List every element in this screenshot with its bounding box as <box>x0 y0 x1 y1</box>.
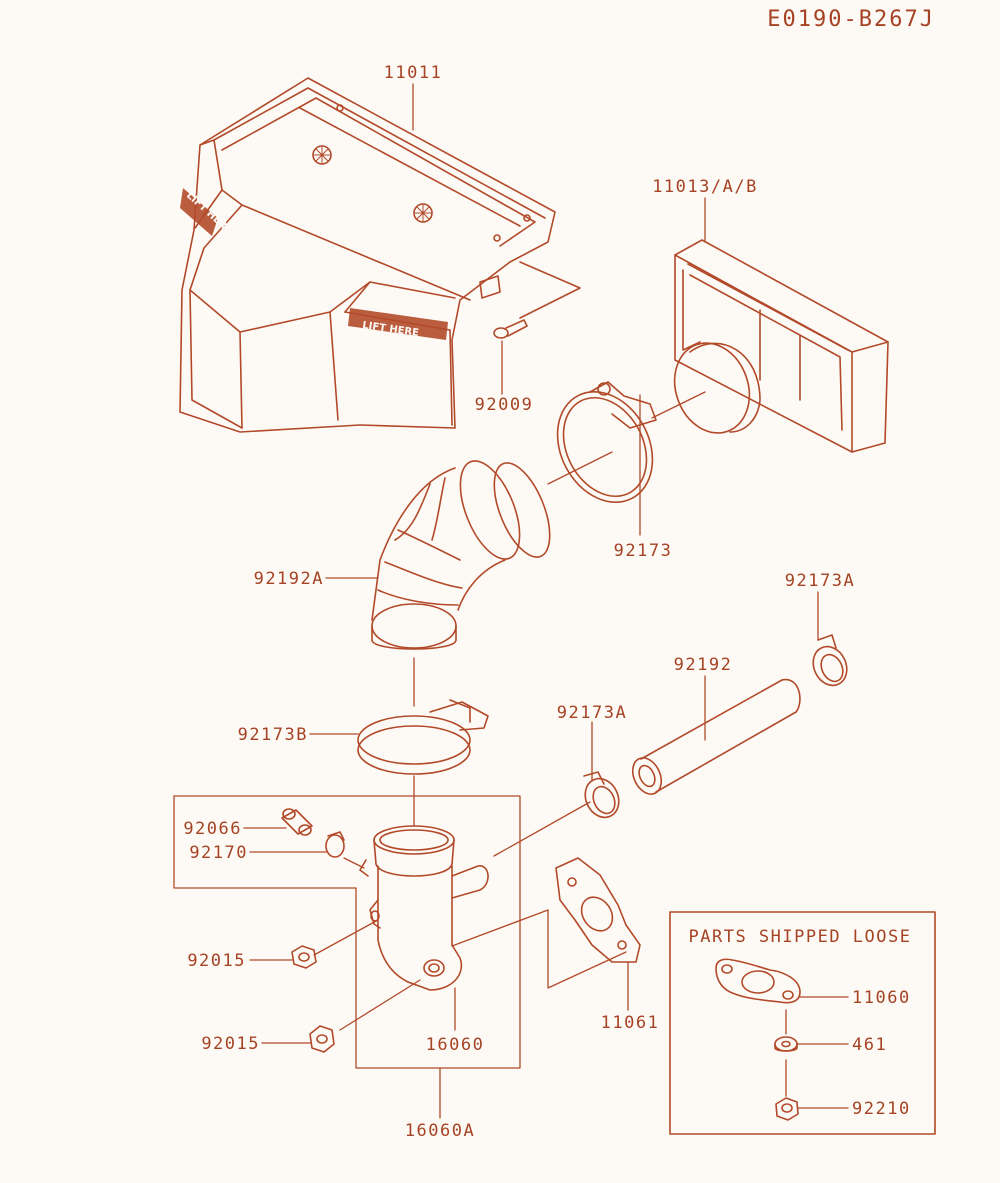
part-label-92173: 92173 <box>614 541 673 561</box>
part-label-11013: 11013/A/B <box>652 177 758 197</box>
breather-hose-92192 <box>631 679 801 795</box>
diagram-code: E0190-B267J <box>767 7 935 32</box>
part-label-92192: 92192 <box>674 655 733 675</box>
nut-92015-b <box>309 1025 335 1053</box>
gasket-11061 <box>555 857 641 963</box>
part-label-461: 461 <box>852 1035 887 1055</box>
part-label-92173A-top: 92173A <box>785 571 855 591</box>
part-label-16060: 16060 <box>426 1035 485 1055</box>
screw-92009 <box>493 319 528 339</box>
leader-lines <box>173 83 849 1119</box>
hose-clamp-92173B <box>357 699 489 775</box>
clamp-92173A-mid <box>583 771 620 819</box>
part-label-11061: 11061 <box>601 1013 660 1033</box>
part-label-92173B: 92173B <box>238 725 308 745</box>
intake-hose-92192A <box>371 460 551 650</box>
part-label-92173A-mid: 92173A <box>557 703 627 723</box>
part-label-92066: 92066 <box>183 819 242 839</box>
air-cleaner-cover <box>179 77 581 433</box>
air-filter-element <box>673 239 889 453</box>
part-label-92015-b: 92015 <box>201 1034 260 1054</box>
nut-92015-a <box>291 945 317 969</box>
clamp-92170 <box>325 831 345 858</box>
hose-clamp-92173 <box>556 381 657 504</box>
intake-pipe-16060 <box>359 825 489 991</box>
part-label-92009: 92009 <box>475 395 534 415</box>
part-label-92192A: 92192A <box>254 569 324 589</box>
box-title: PARTS SHIPPED LOOSE <box>689 927 912 947</box>
part-label-16060A: 16060A <box>405 1121 475 1141</box>
part-label-92170: 92170 <box>189 843 248 863</box>
clamp-92173A-top <box>812 634 848 687</box>
part-label-11060: 11060 <box>852 988 911 1008</box>
part-label-92015-a: 92015 <box>187 951 246 971</box>
spacer-92066 <box>281 808 313 836</box>
part-label-11011: 11011 <box>384 63 443 83</box>
part-label-92210: 92210 <box>852 1099 911 1119</box>
parts-shipped-loose-box <box>669 911 936 1135</box>
